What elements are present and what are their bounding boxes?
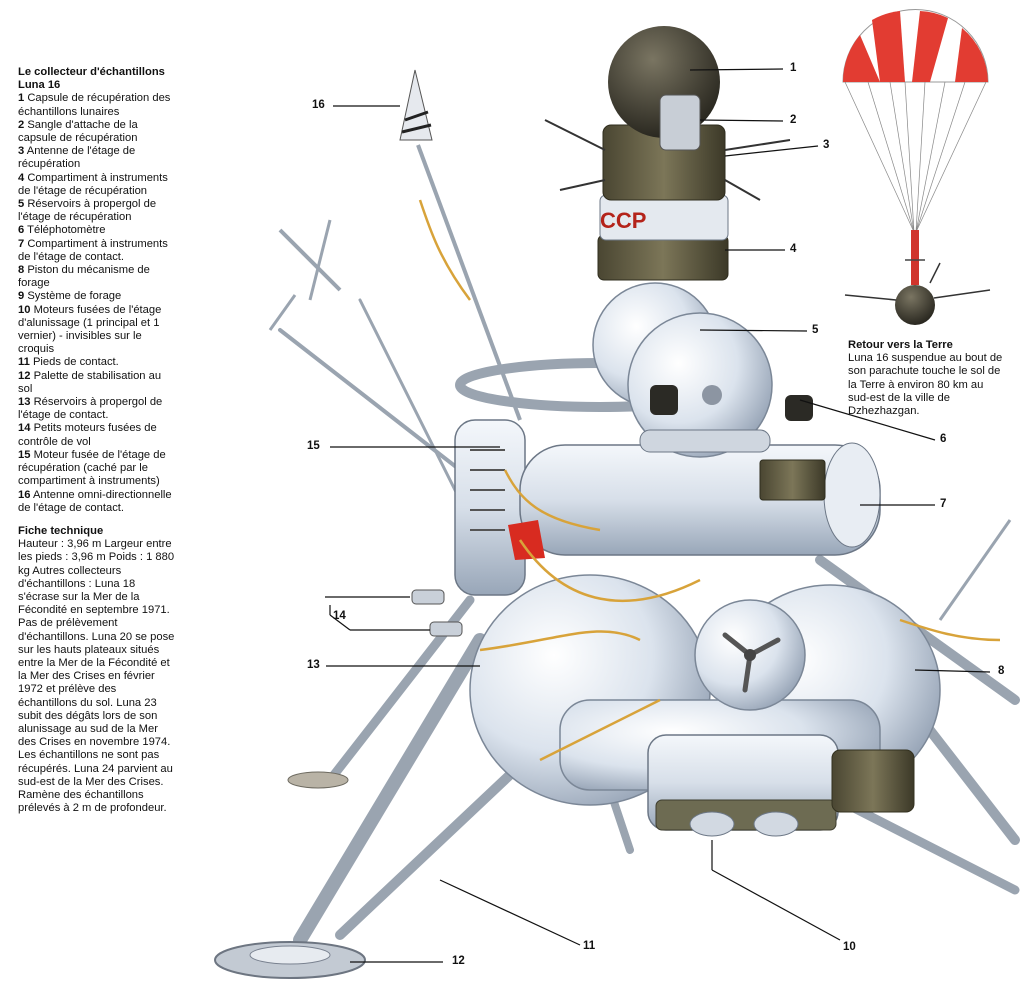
lower-tanks	[469, 574, 941, 806]
legend-item: 12 Palette de stabilisation au sol	[18, 370, 176, 396]
legend-item-number: 4	[18, 171, 25, 184]
legend-item-text: Petits moteurs fusées de contrôle de vol	[18, 422, 157, 448]
legend-item-number: 7	[18, 237, 25, 250]
label-11: 11	[583, 940, 596, 952]
legend-item: 11 Pieds de contact.	[18, 356, 176, 369]
label-7: 7	[940, 498, 947, 510]
label-3: 3	[823, 139, 830, 151]
legend-item: 5 Réservoirs à propergol de l'étage de r…	[18, 198, 176, 224]
legend-item-number: 16	[18, 488, 31, 501]
legend-item-number: 5	[18, 198, 25, 211]
lower-equipment	[647, 734, 915, 837]
legend-item-text: Capsule de récupération des échantillons…	[18, 92, 171, 118]
legend-item-text: Palette de stabilisation au sol	[18, 369, 162, 395]
legend-list: 1 Capsule de récupération des échantillo…	[18, 92, 176, 515]
legend-item-text: Piston du mécanisme de forage	[18, 264, 150, 290]
legend: Le collecteur d'échantillons Luna 16 1 C…	[18, 66, 176, 815]
antennas	[268, 69, 1012, 621]
wiring	[418, 199, 1001, 762]
legend-item-number: 13	[18, 396, 31, 409]
legend-item-text: Moteur fusée de l'étage de récupération …	[18, 448, 166, 488]
return-caption: Retour vers la Terre Luna 16 suspendue a…	[848, 339, 1008, 418]
specs-title: Fiche technique	[18, 524, 104, 537]
label-2: 2	[790, 114, 797, 126]
legend-item: 9 Système de forage	[18, 290, 176, 303]
legend-item: 2 Sangle d'attache de la capsule de récu…	[18, 119, 176, 145]
legend-item: 14 Petits moteurs fusées de contrôle de …	[18, 422, 176, 448]
label-13: 13	[307, 659, 320, 671]
legend-item-text: Sangle d'attache de la capsule de récupé…	[18, 118, 138, 145]
legend-item-text: Antenne de l'étage de récupération	[18, 145, 136, 171]
legend-item-number: 3	[18, 145, 25, 158]
label-4: 4	[790, 243, 797, 255]
legend-item: 13 Réservoirs à propergol de l'étage de …	[18, 396, 176, 422]
legend-item-text: Réservoirs à propergol de l'étage de con…	[18, 396, 163, 422]
specs-text: Hauteur : 3,96 m Largeur entre les pieds…	[18, 538, 175, 815]
legend-item-number: 9	[18, 290, 25, 303]
cccp-text: CCP	[600, 208, 646, 233]
legend-item-number: 2	[18, 118, 25, 131]
label-6: 6	[940, 433, 947, 445]
label-5: 5	[812, 324, 819, 336]
legend-item: 7 Compartiment à instruments de l'étage …	[18, 238, 176, 264]
legend-item-number: 1	[18, 92, 25, 105]
legend-item-number: 10	[18, 303, 31, 316]
label-14: 14	[333, 610, 346, 622]
callout-lines	[325, 68, 991, 963]
legend-item-text: Compartiment à instruments de l'étage de…	[18, 171, 168, 197]
legend-item: 4 Compartiment à instruments de l'étage …	[18, 172, 176, 198]
return-title: Retour vers la Terre	[848, 339, 953, 351]
legend-item-number: 14	[18, 422, 31, 435]
legend-title: Le collecteur d'échantillons Luna 16	[18, 66, 165, 92]
legend-item-text: Antenne omni-directionnelle de l'étage d…	[18, 488, 172, 514]
label-15: 15	[307, 440, 320, 452]
legend-item-text: Système de forage	[27, 290, 122, 303]
recovery-stage	[455, 282, 813, 458]
contact-stage-compartment	[454, 419, 881, 596]
upper-instrument-compartment: CCP	[544, 26, 791, 281]
legend-item-number: 15	[18, 448, 31, 461]
parachute	[842, 9, 991, 325]
legend-item-text: Moteurs fusées de l'étage d'alunissage (…	[18, 303, 162, 356]
legend-item: 15 Moteur fusée de l'étage de récupérati…	[18, 449, 176, 489]
control-thrusters	[411, 589, 463, 637]
label-1: 1	[790, 62, 797, 74]
legend-item: 16 Antenne omni-directionnelle de l'étag…	[18, 489, 176, 515]
return-text: Luna 16 suspendue au bout de son parachu…	[848, 352, 1003, 418]
label-16: 16	[312, 99, 325, 111]
legend-item: 10 Moteurs fusées de l'étage d'alunissag…	[18, 304, 176, 357]
legend-item: 3 Antenne de l'étage de récupération	[18, 145, 176, 171]
label-8: 8	[998, 665, 1005, 677]
legend-item-text: Réservoirs à propergol de l'étage de réc…	[18, 198, 157, 224]
label-12: 12	[452, 955, 465, 967]
legend-item: 6 Téléphotomètre	[18, 224, 176, 237]
legend-item-text: Pieds de contact.	[32, 356, 119, 369]
legend-item-number: 6	[18, 224, 25, 237]
legend-item: 8 Piston du mécanisme de forage	[18, 264, 176, 290]
legend-item-text: Téléphotomètre	[27, 224, 106, 237]
legend-item: 1 Capsule de récupération des échantillo…	[18, 92, 176, 118]
legend-item-text: Compartiment à instruments de l'étage de…	[18, 237, 168, 263]
label-10: 10	[843, 941, 856, 953]
legend-item-number: 8	[18, 264, 25, 277]
flag	[508, 520, 545, 560]
legend-item-number: 12	[18, 369, 31, 382]
legend-item-number: 11	[18, 356, 30, 369]
